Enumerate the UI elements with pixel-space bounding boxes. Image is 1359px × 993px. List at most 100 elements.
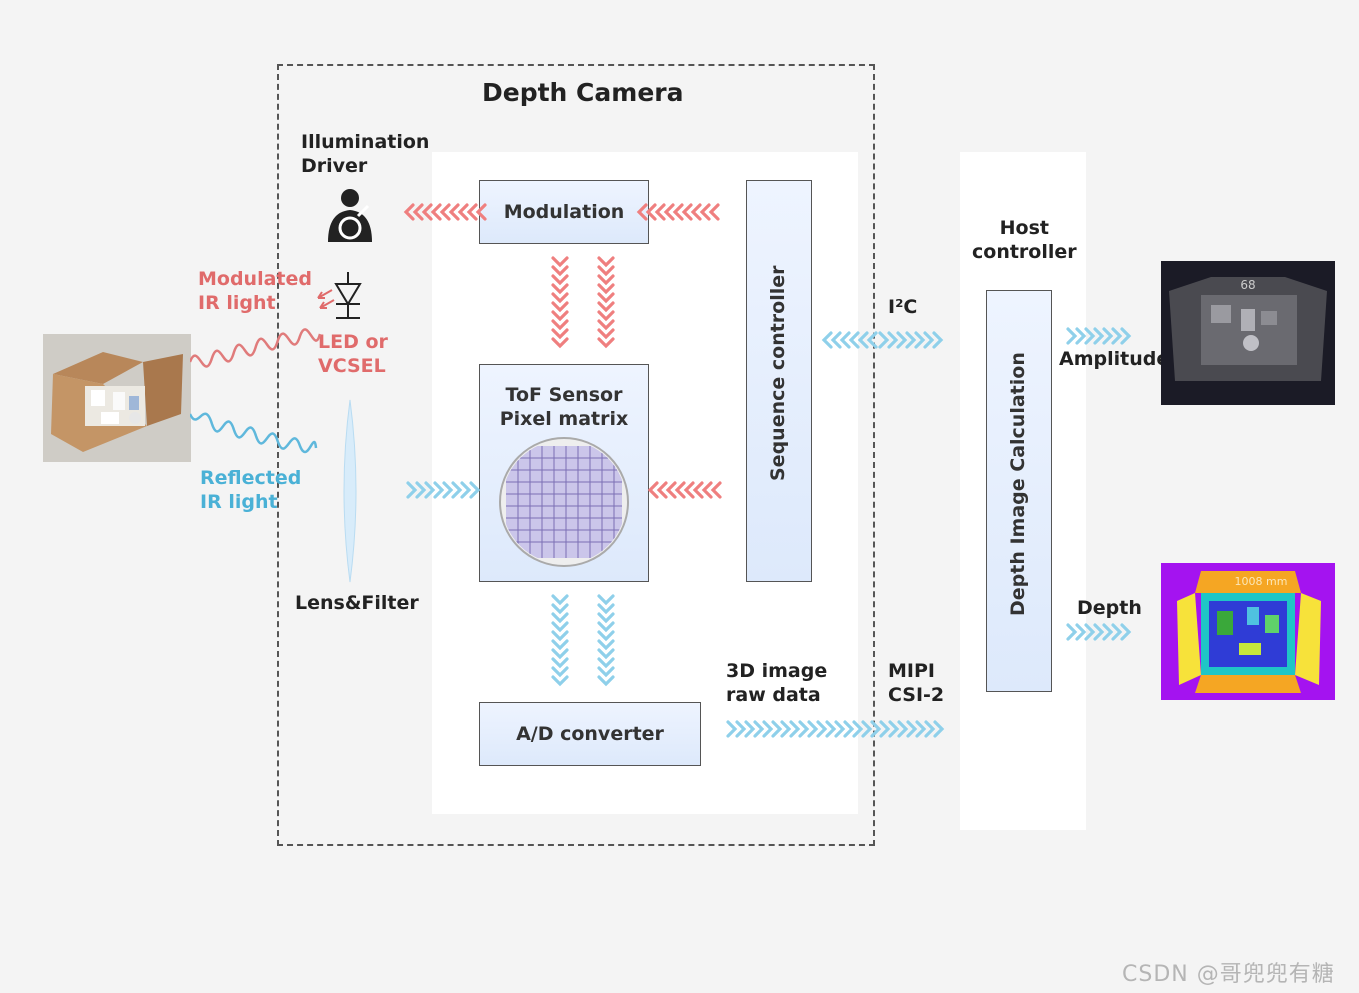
arrow-mod-to-sensor-1-chevron	[551, 274, 569, 286]
arrow-depth-chevron	[1066, 623, 1078, 641]
led-vcsel-label: LED or VCSEL	[318, 331, 388, 377]
arrow-sensor-to-ad-2-chevron	[597, 666, 615, 678]
arrow-lens-to-sensor-chevron	[451, 481, 463, 499]
arrow-sensor-to-ad-1-chevron	[551, 630, 569, 642]
arrow-sensor-to-ad-1-chevron	[551, 666, 569, 678]
raw-data-label: 3D image raw data	[726, 660, 828, 706]
arrow-depth-chevron	[1075, 623, 1087, 641]
arrow-modulation-to-driver	[403, 203, 487, 221]
arrow-mod-to-sensor-1-chevron	[551, 256, 569, 268]
depth-overlay: 1008 mm	[1235, 575, 1288, 588]
arrow-i2c-left-chevron	[830, 331, 842, 349]
arrow-raw-data-chevron	[735, 720, 747, 738]
arrow-lens-to-sensor-chevron	[460, 481, 472, 499]
arrow-depth-chevron	[1084, 623, 1096, 641]
arrow-seq-to-modulation-chevron	[708, 203, 720, 221]
arrow-lens-to-sensor-chevron	[469, 481, 481, 499]
arrow-amplitude-chevron	[1093, 327, 1105, 345]
arrow-mod-to-sensor-2-chevron	[597, 292, 615, 304]
arrow-sensor-to-ad-2-chevron	[597, 594, 615, 606]
arrow-mod-to-sensor-2-chevron	[597, 319, 615, 331]
arrow-amplitude-chevron	[1084, 327, 1096, 345]
host-controller-label: Host controller	[972, 217, 1077, 263]
depth-calc-label: Depth Image Calculation	[1007, 352, 1029, 616]
arrow-modulation-to-driver-chevron	[475, 203, 487, 221]
tof-sensor-label: ToF Sensor Pixel matrix	[499, 384, 629, 430]
arrow-mod-to-sensor-1-chevron	[551, 301, 569, 313]
arrow-depth-chevron	[1102, 623, 1114, 641]
arrow-modulation-to-driver-chevron	[448, 203, 460, 221]
arrow-i2c-left-chevron	[839, 331, 851, 349]
arrow-mod-to-sensor-2-chevron	[597, 283, 615, 295]
arrow-seq-to-modulation-chevron	[672, 203, 684, 221]
arrow-raw-data-chevron	[834, 720, 846, 738]
arrow-modulation-to-driver-chevron	[412, 203, 424, 221]
arrow-i2c-left-chevron	[848, 331, 860, 349]
arrow-raw-data-chevron	[726, 720, 738, 738]
arrow-mod-to-sensor-2-chevron	[597, 256, 615, 268]
lens-filter-label: Lens&Filter	[295, 592, 419, 614]
arrow-seq-to-modulation	[636, 203, 720, 221]
depth-calc-block	[986, 290, 1052, 692]
arrow-raw-data-chevron	[798, 720, 810, 738]
lens-icon	[343, 399, 357, 583]
modulated-wave	[190, 328, 322, 368]
illumination-driver-label: Illumination Driver	[301, 131, 430, 177]
arrow-sensor-to-ad-1-chevron	[551, 648, 569, 660]
arrow-modulation-to-driver-chevron	[457, 203, 469, 221]
arrow-sensor-to-ad-1-chevron	[551, 612, 569, 624]
arrow-sensor-to-ad-1	[551, 594, 569, 687]
pixel-matrix-icon	[499, 437, 629, 567]
arrow-modulation-to-driver-chevron	[421, 203, 433, 221]
arrow-lens-to-sensor-chevron	[442, 481, 454, 499]
arrow-depth-chevron	[1120, 623, 1132, 641]
arrow-sensor-to-ad-2-chevron	[597, 657, 615, 669]
arrow-lens-to-sensor-chevron	[406, 481, 418, 499]
arrow-lens-to-sensor-chevron	[424, 481, 436, 499]
arrow-mod-to-sensor-2-chevron	[597, 328, 615, 340]
arrow-raw-data-chevron	[870, 720, 882, 738]
arrow-raw-data-chevron	[771, 720, 783, 738]
arrow-raw-data-chevron	[915, 720, 927, 738]
arrow-seq-to-modulation-chevron	[636, 203, 648, 221]
arrow-seq-to-sensor-chevron	[647, 481, 659, 499]
arrow-raw-data-chevron	[906, 720, 918, 738]
arrow-raw-data-chevron	[843, 720, 855, 738]
arrow-seq-to-sensor-chevron	[710, 481, 722, 499]
arrow-i2c-left-chevron	[857, 331, 869, 349]
led-diode-icon	[317, 272, 362, 319]
modulated-ir-label: Modulated IR light	[198, 268, 312, 314]
arrow-seq-to-modulation-chevron	[690, 203, 702, 221]
arrow-raw-data-chevron	[780, 720, 792, 738]
arrow-raw-data-chevron	[879, 720, 891, 738]
ad-converter-block: A/D converter	[479, 702, 701, 766]
arrow-amplitude-chevron	[1066, 327, 1078, 345]
arrow-seq-to-modulation-chevron	[699, 203, 711, 221]
arrow-seq-to-sensor	[647, 481, 722, 499]
arrow-i2c-left-chevron	[821, 331, 833, 349]
arrow-i2c-right-chevron	[932, 331, 944, 349]
arrow-raw-data-chevron	[744, 720, 756, 738]
arrow-raw-data-chevron	[861, 720, 873, 738]
arrow-mod-to-sensor-1-chevron	[551, 328, 569, 340]
arrow-seq-to-sensor-chevron	[665, 481, 677, 499]
arrow-sensor-to-ad-1-chevron	[551, 675, 569, 687]
arrow-seq-to-sensor-chevron	[683, 481, 695, 499]
arrow-mod-to-sensor-1	[551, 256, 569, 349]
arrow-i2c-right	[878, 331, 944, 349]
arrow-depth	[1066, 623, 1132, 641]
driver-person-icon	[328, 189, 372, 242]
arrow-amplitude-chevron	[1120, 327, 1132, 345]
arrow-sensor-to-ad-1-chevron	[551, 657, 569, 669]
arrow-mod-to-sensor-1-chevron	[551, 265, 569, 277]
arrow-lens-to-sensor-chevron	[415, 481, 427, 499]
arrow-modulation-to-driver-chevron	[403, 203, 415, 221]
mipi-label: MIPI CSI-2	[888, 660, 945, 706]
arrow-i2c-left	[821, 331, 878, 349]
arrow-i2c-right-chevron	[887, 331, 899, 349]
reflected-ir-label: Reflected IR light	[200, 467, 302, 513]
arrow-depth-chevron	[1093, 623, 1105, 641]
arrow-mod-to-sensor-1-chevron	[551, 283, 569, 295]
arrow-sensor-to-ad-2	[597, 594, 615, 687]
depth-camera-boundary	[277, 64, 875, 846]
